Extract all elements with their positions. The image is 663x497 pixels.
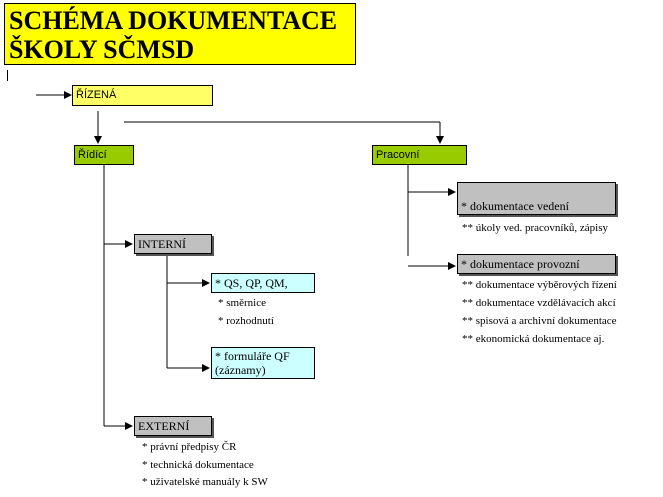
node-externi-label: EXTERNÍ (138, 419, 190, 433)
vedeni-note-1: ** úkoly ved. pracovníků, zápisy (462, 222, 609, 234)
node-ridici: Řídící (74, 145, 134, 165)
node-formulare-label-1: * formuláře QF (215, 349, 290, 363)
provozni-note-1: ** dokumentace výběrových řízení (462, 279, 617, 291)
provozni-note-4: ** ekonomická dokumentace aj. (462, 333, 605, 345)
node-interni-label: INTERNÍ (138, 237, 186, 251)
provozni-note-3: ** spisová a archivní dokumentace (462, 315, 617, 327)
interni-note-1: * směrnice (218, 297, 266, 309)
node-ridici-label: Řídící (78, 149, 107, 161)
node-rizena-label: ŘÍZENÁ (76, 89, 117, 101)
externi-note-1: * právní předpisy ČR (142, 441, 237, 453)
node-rizena: ŘÍZENÁ (72, 85, 213, 106)
diagram-title: SCHÉMA DOKUMENTACE ŠKOLY SČMSD (4, 3, 356, 65)
title-line-1: SCHÉMA DOKUMENTACE (9, 6, 338, 35)
externi-note-3: * uživatelské manuály k SW (142, 476, 268, 488)
title-line-2: ŠKOLY SČMSD (9, 35, 195, 64)
provozni-note-2: ** dokumentace vzdělávacích akcí (462, 297, 616, 309)
node-pracovni-label: Pracovní (376, 149, 420, 161)
node-provozni-label: * dokumentace provozní (461, 257, 580, 271)
node-provozni: * dokumentace provozní (457, 254, 616, 274)
node-pracovni: Pracovní (372, 145, 467, 165)
node-qs-label: * QS, QP, QM, (215, 276, 288, 290)
externi-note-2: * technická dokumentace (142, 459, 254, 471)
text-cursor (7, 70, 8, 81)
node-qs: * QS, QP, QM, (211, 273, 315, 293)
node-formulare-label-2: (záznamy) (215, 363, 266, 377)
interni-note-2: * rozhodnutí (218, 315, 274, 327)
node-vedeni: * dokumentace vedení (457, 182, 616, 215)
node-vedeni-label: * dokumentace vedení (461, 199, 569, 213)
node-interni: INTERNÍ (134, 234, 212, 254)
node-externi: EXTERNÍ (134, 416, 212, 436)
node-formulare: * formuláře QF (záznamy) (211, 347, 315, 379)
